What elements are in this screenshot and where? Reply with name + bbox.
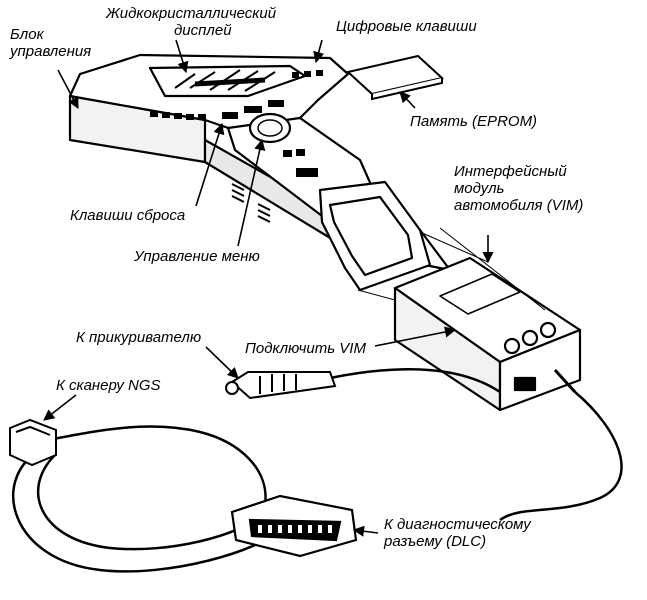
side-vents — [231, 183, 271, 223]
label-control-block-line1: Блок — [10, 26, 44, 43]
cables — [12, 367, 623, 573]
label-lcd-line1: Жидкокристаллический — [106, 5, 277, 22]
label-ngs: К сканеру NGS — [56, 377, 161, 394]
label-dlc-line2: разъему (DLC) — [384, 533, 487, 550]
label-lcd-line2: дисплей — [174, 22, 232, 39]
label-lighter: К прикуривателю — [76, 329, 202, 346]
label-dlc: К диагностическому разъему (DLC) — [384, 516, 531, 550]
lighter-plug — [225, 371, 337, 400]
label-dlc-line1: К диагностическому — [384, 516, 531, 533]
ngs-connector — [9, 418, 57, 467]
memory-card — [345, 54, 445, 101]
label-control-block: Блок управления — [10, 26, 91, 60]
menu-dial — [248, 112, 292, 144]
label-memory: Память (EPROM) — [410, 113, 538, 130]
label-keypad: Цифровые клавиши — [336, 18, 477, 35]
label-vim-line3: автомобиля (VIM) — [454, 197, 584, 214]
label-vim-line1: Интерфейсный — [454, 163, 567, 180]
label-reset-keys: Клавиши сброса — [70, 207, 186, 224]
label-vim-line2: модуль — [454, 180, 505, 197]
label-control-block-line2: управления — [10, 43, 92, 60]
vim-module — [393, 256, 582, 412]
label-lcd: Жидкокристаллический дисплей — [106, 5, 276, 39]
keypad-keys — [150, 70, 323, 177]
label-vim: Интерфейсный модуль автомобиля (VIM) — [454, 163, 583, 214]
leader-arrows — [43, 39, 494, 537]
lcd-display — [174, 69, 276, 92]
dlc-connector — [230, 494, 358, 558]
guide-lines — [357, 227, 546, 311]
label-menu: Управление меню — [134, 248, 260, 265]
label-connect-vim: Подключить VIM — [245, 340, 366, 357]
